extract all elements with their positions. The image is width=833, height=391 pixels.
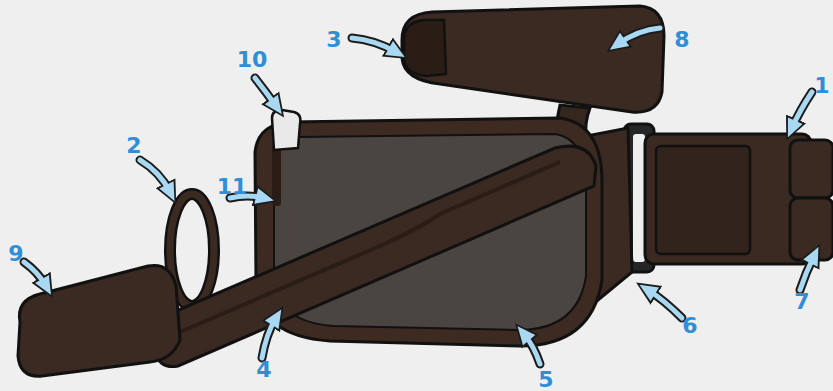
- callout-number: 10: [237, 49, 268, 71]
- callout-number: 8: [674, 29, 689, 51]
- callout-number: 3: [326, 29, 341, 51]
- callout-number: 2: [126, 135, 141, 157]
- callout-number: 1: [814, 75, 829, 97]
- callout-arrows: [24, 28, 814, 364]
- temple-arm: [154, 146, 596, 366]
- callout-number: 5: [538, 369, 553, 391]
- callout-number: 7: [794, 291, 809, 313]
- lens-tab: [272, 110, 300, 150]
- callout-number: 11: [217, 176, 248, 198]
- callout-number: 6: [682, 315, 697, 337]
- callout-number: 4: [256, 359, 271, 381]
- strap-buckle: [624, 124, 833, 272]
- callout-number: 9: [8, 243, 23, 265]
- lens-clip: [272, 146, 281, 206]
